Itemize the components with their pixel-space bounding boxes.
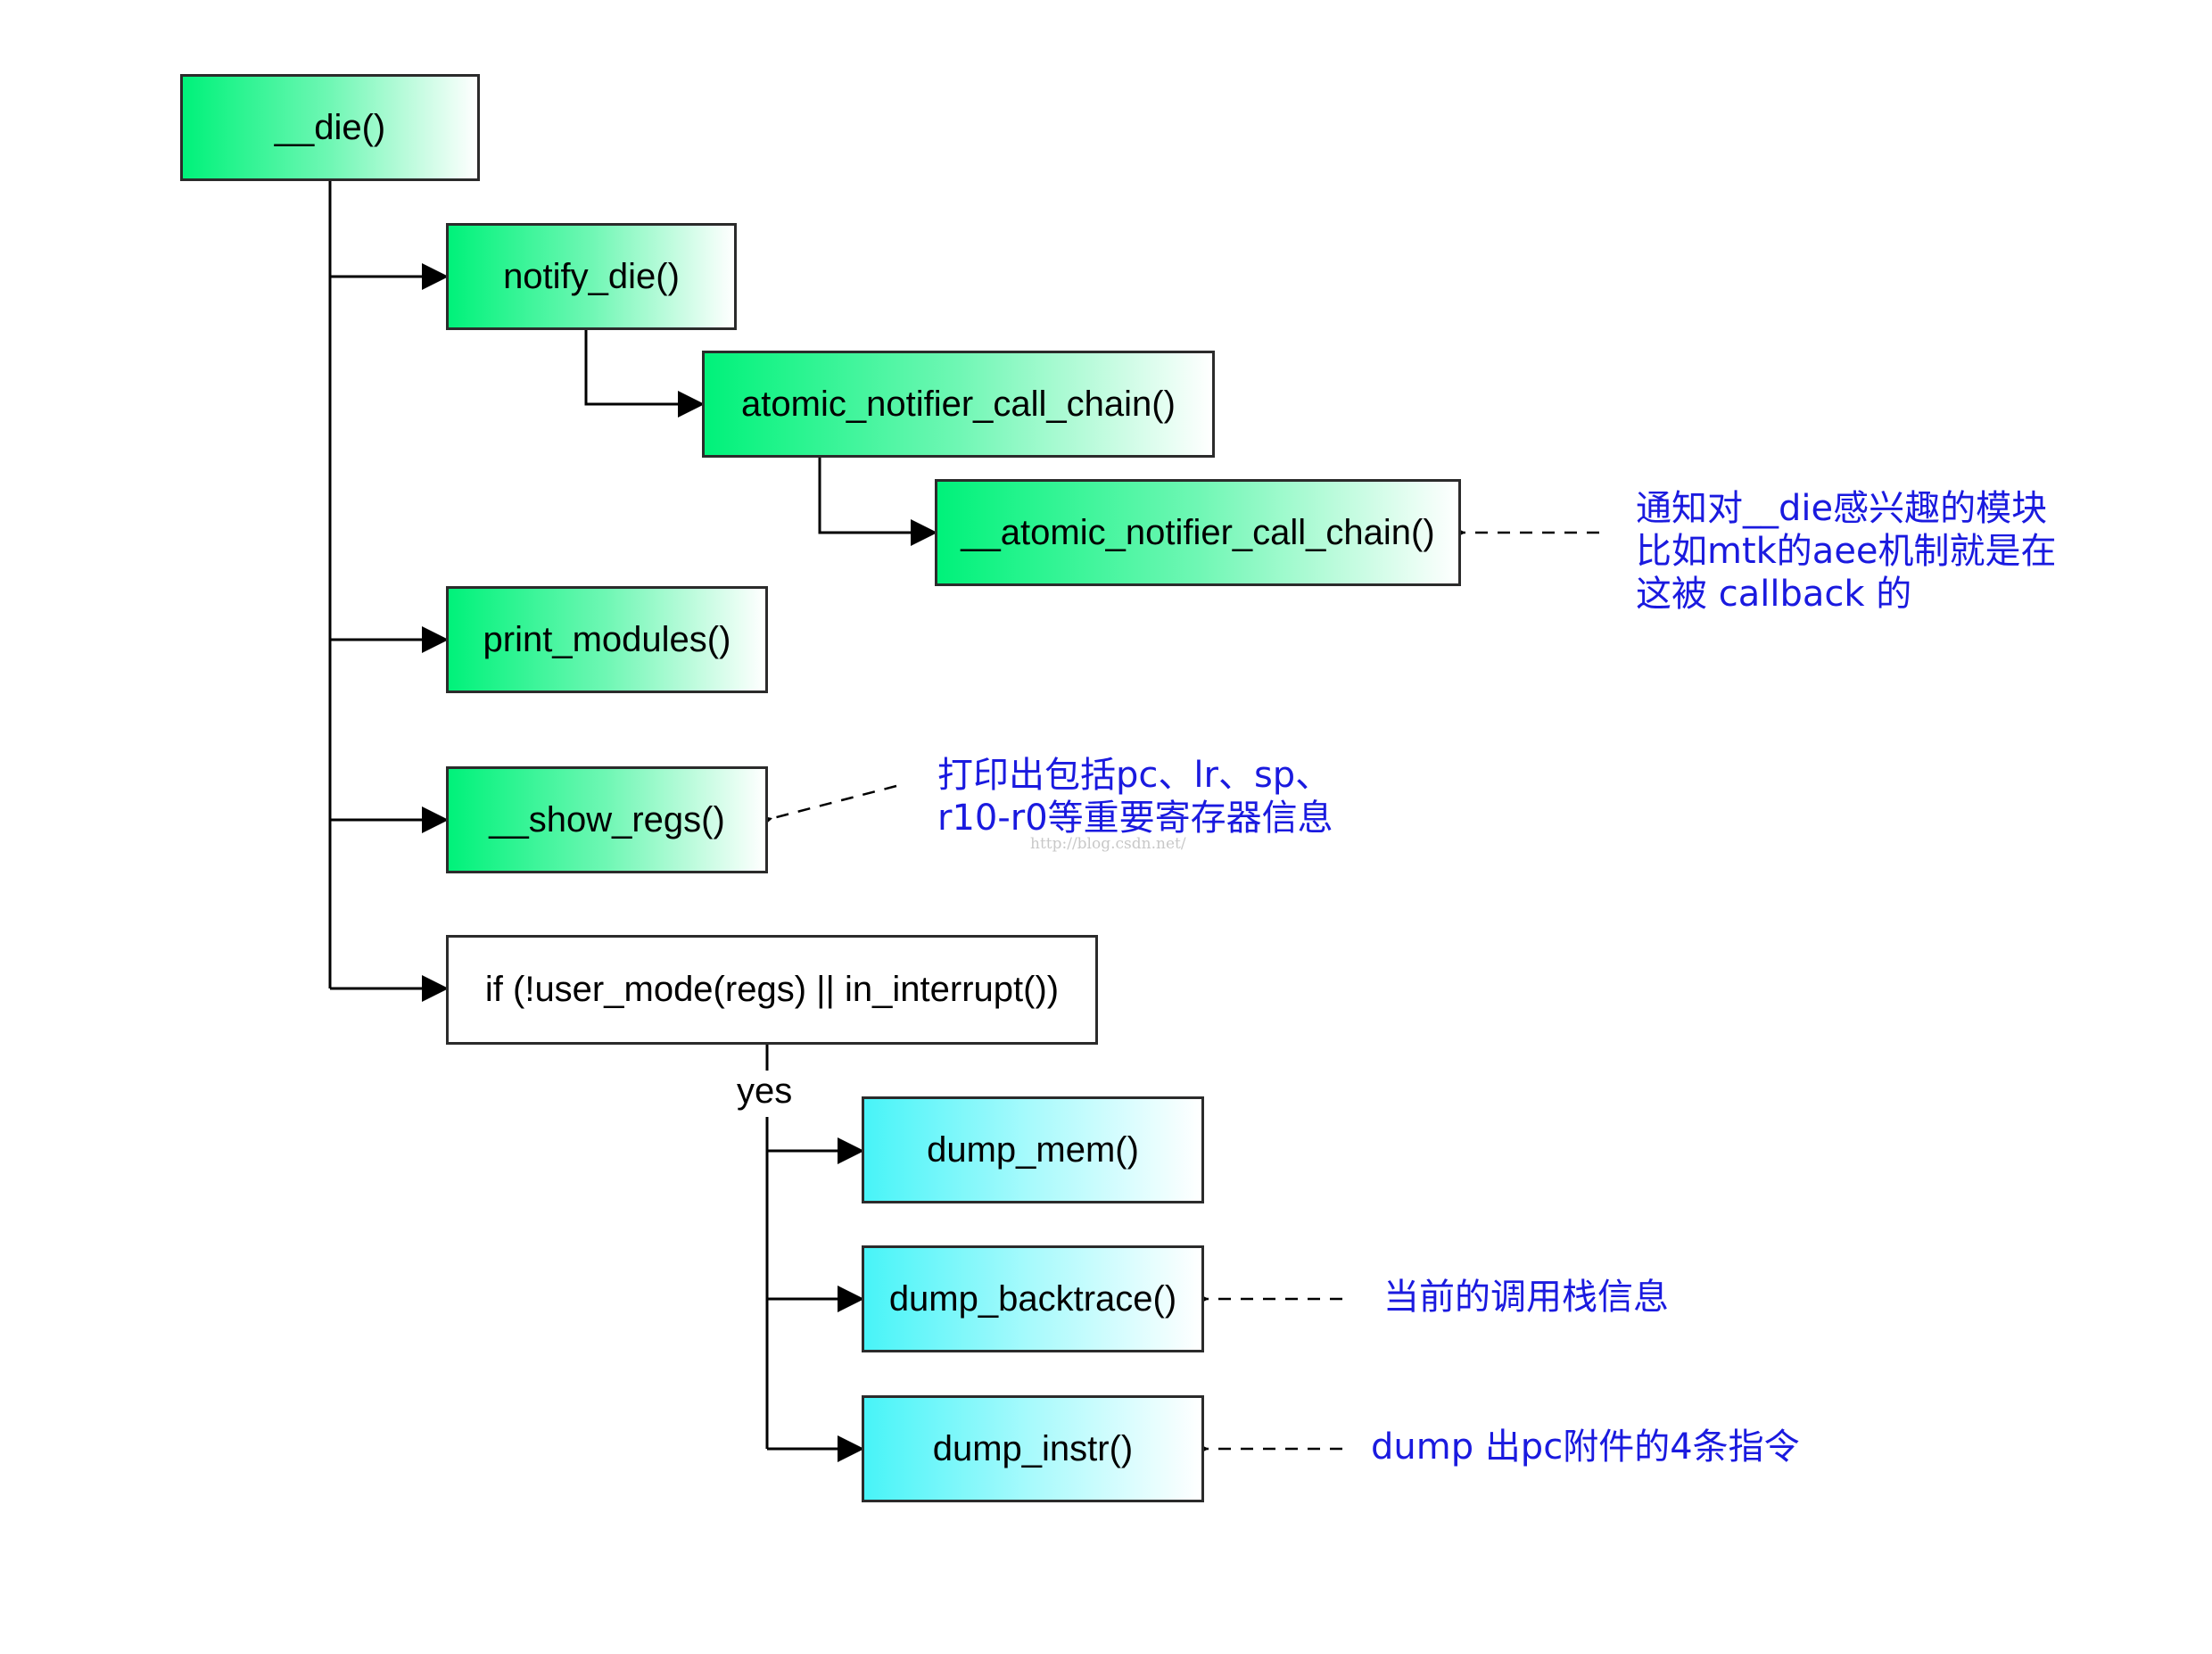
if-condition-node: if (!user_mode(regs) || in_interrupt()) <box>446 935 1098 1045</box>
atomic-notifier-call-chain-node: atomic_notifier_call_chain() <box>702 351 1215 458</box>
note-link-show-regs <box>770 784 897 819</box>
inner-atomic-notifier-call-chain-node: __atomic_notifier_call_chain() <box>935 479 1461 586</box>
note-die-listeners: 通知对__die感兴趣的模块 比如mtk的aee机制就是在 这被 callbac… <box>1636 487 2057 616</box>
show-regs-node: __show_regs() <box>446 766 768 873</box>
note-instr: dump 出pc附件的4条指令 <box>1371 1427 1800 1468</box>
notify-die-node: notify_die() <box>446 223 737 330</box>
die-node: __die() <box>180 74 480 181</box>
branch-yes-label: yes <box>735 1071 795 1112</box>
note-show-regs-line-1: 打印出包括pc、lr、sp、 <box>937 755 1332 796</box>
print-modules-node: print_modules() <box>446 586 768 693</box>
note-show-regs-line-2: r10-r0等重要寄存器信息 <box>937 798 1333 839</box>
edge-notify-to-atomic <box>584 330 705 418</box>
note-die-listeners-line-2: 比如mtk的aee机制就是在 <box>1636 531 2057 572</box>
watermark: http://blog.csdn.net/ <box>1030 835 1186 853</box>
note-backtrace: 当前的调用栈信息 <box>1383 1277 1669 1318</box>
note-die-listeners-line-1: 通知对__die感兴趣的模块 <box>1636 488 2048 529</box>
dump-instr-node: dump_instr() <box>862 1395 1204 1502</box>
note-show-regs: 打印出包括pc、lr、sp、 r10-r0等重要寄存器信息 <box>937 754 1333 839</box>
edge-atomic-to-inner <box>818 458 937 546</box>
dump-backtrace-node: dump_backtrace() <box>862 1245 1204 1352</box>
note-die-listeners-line-3: 这被 callback 的 <box>1636 574 1912 615</box>
dump-mem-node: dump_mem() <box>862 1096 1204 1203</box>
